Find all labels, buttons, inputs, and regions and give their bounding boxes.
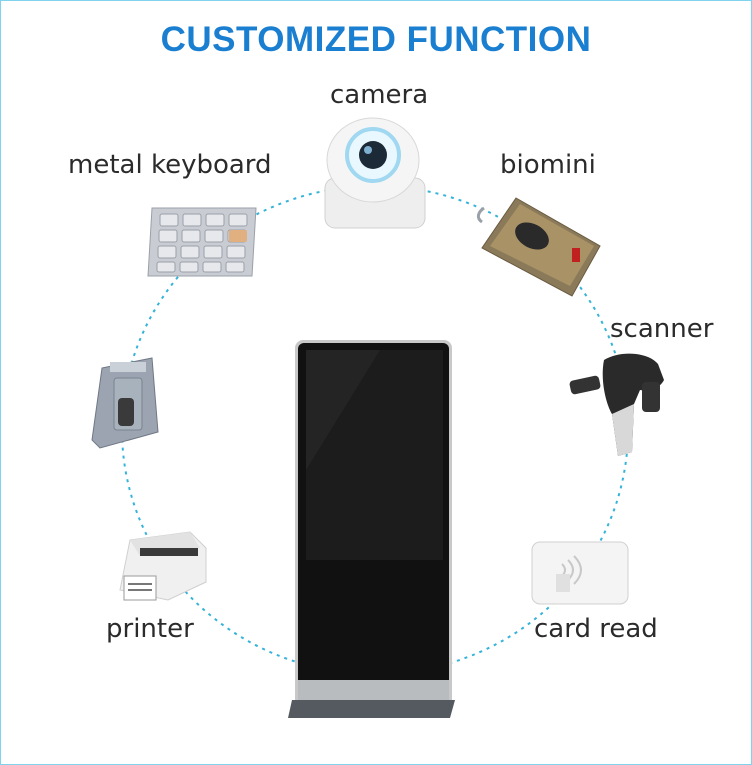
label-printer: printer	[106, 614, 194, 644]
card-reader-icon	[531, 541, 629, 605]
label-camera: camera	[330, 80, 429, 110]
metal-keypad-icon	[147, 207, 257, 277]
label-biomini: biomini	[500, 150, 596, 180]
fingerprint-module-icon	[91, 357, 159, 449]
label-scanner: scanner	[610, 314, 714, 344]
dome-camera-icon	[324, 117, 426, 229]
barcode-scanner-icon	[569, 353, 664, 456]
label-metal-keyboard: metal keyboard	[68, 150, 272, 180]
label-card-read: card read	[534, 614, 658, 644]
kiosk-icon	[288, 340, 455, 718]
label-printer-icon	[119, 531, 207, 601]
page-title: CUSTOMIZED FUNCTION	[160, 20, 592, 59]
fingerprint-reader-icon	[476, 197, 601, 297]
